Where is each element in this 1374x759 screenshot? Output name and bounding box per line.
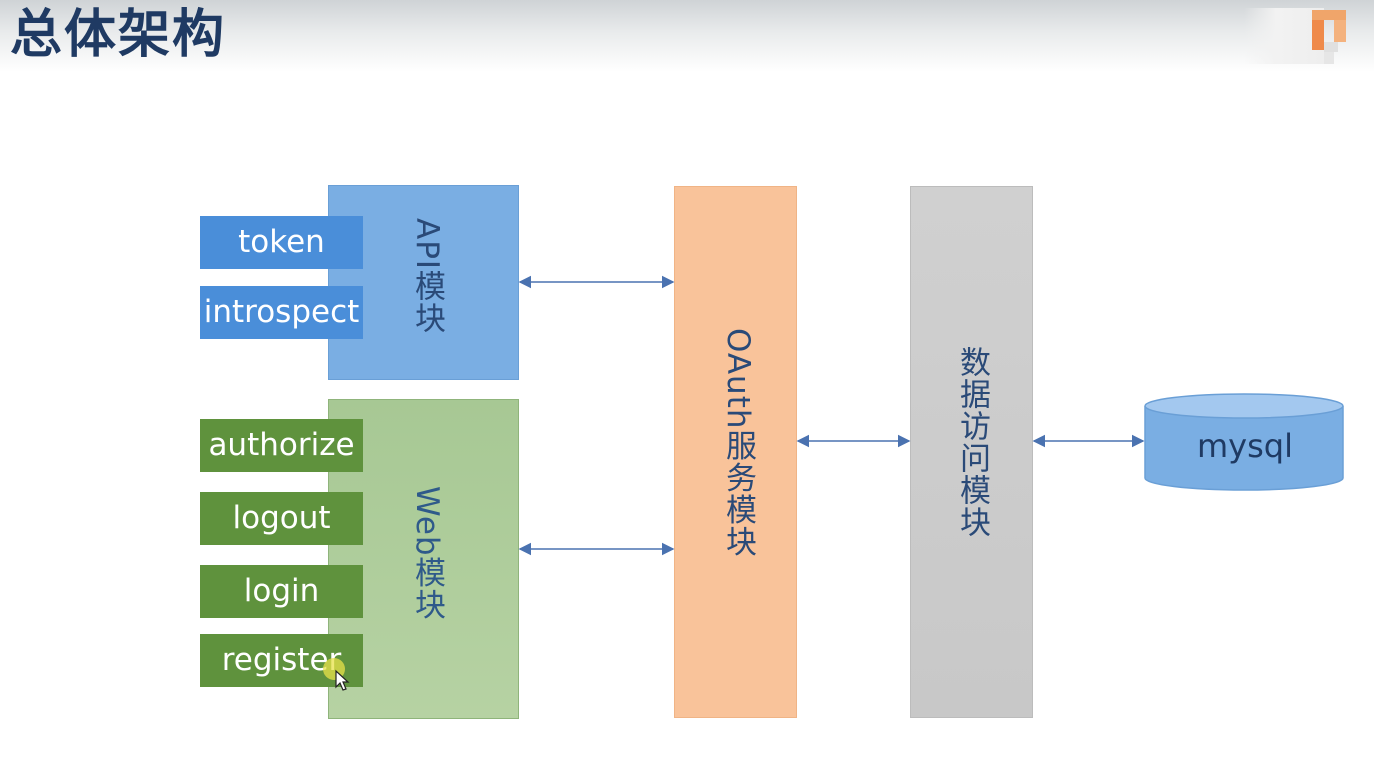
oauth-service-module <box>674 186 797 718</box>
slide-header <box>0 0 1374 72</box>
endpoint-introspect: introspect <box>200 286 363 339</box>
endpoint-logout: logout <box>200 492 363 545</box>
data-access-module-label: 数据访问模块 <box>954 346 990 538</box>
brand-logo-icon <box>1312 10 1346 64</box>
web-module-label: Web模块 <box>409 486 445 621</box>
data-access-module <box>910 186 1033 718</box>
endpoint-authorize: authorize <box>200 419 363 472</box>
logo-blur <box>1244 8 1324 64</box>
mouse-cursor-icon <box>323 658 350 691</box>
oauth-service-module-label: OAuth服务模块 <box>720 328 756 558</box>
page-title: 总体架构 <box>10 5 227 65</box>
mysql-database-label: mysql <box>1197 427 1293 465</box>
endpoint-login: login <box>200 565 363 618</box>
endpoint-token: token <box>200 216 363 269</box>
api-module-label: API模块 <box>409 218 445 335</box>
